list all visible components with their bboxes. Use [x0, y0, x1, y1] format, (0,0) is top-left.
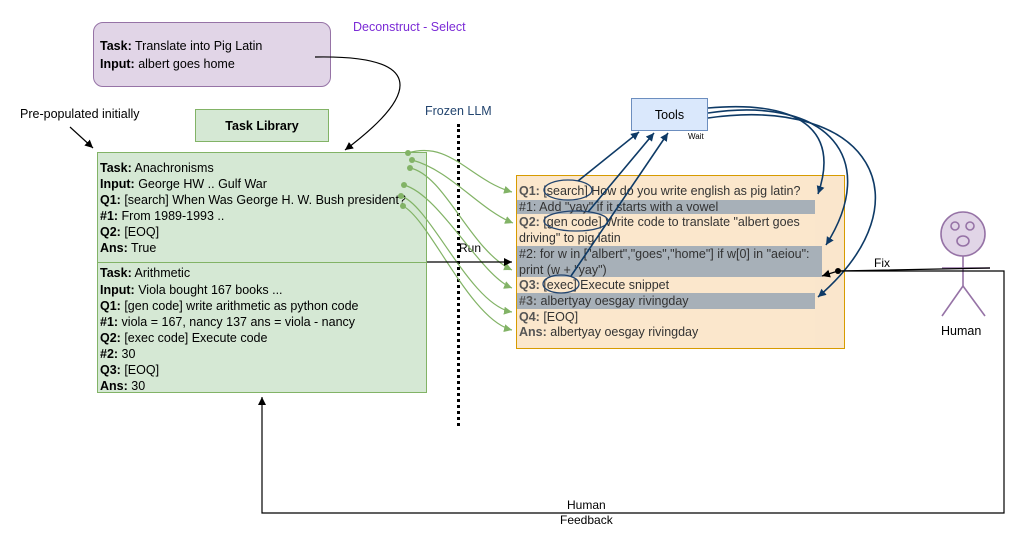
human-label: Human: [941, 324, 982, 338]
library-line: #2: 30: [100, 347, 136, 361]
library-line: Ans: 30: [100, 379, 146, 393]
tool-return-arrow: [707, 113, 877, 298]
deconstruct-select-label: Deconstruct - Select: [353, 20, 466, 34]
task-library-examples: Task: Anachronisms Input: George HW .. G…: [97, 152, 427, 393]
task-line: Task: Translate into Pig Latin: [100, 39, 262, 53]
tool-tag: [search]: [543, 184, 588, 198]
frozen-llm-label: Frozen LLM: [425, 104, 492, 118]
tool-call-arrow: [577, 131, 640, 182]
program-line: #2: for w in ["albert","goes","home"] if…: [519, 247, 810, 261]
tool-return-arrow: [707, 109, 849, 246]
library-line: Input: George HW .. Gulf War: [100, 177, 267, 191]
highlight-answer-2: [517, 246, 822, 277]
input-line: Input: albert goes home: [100, 57, 235, 71]
gencode-tag-ellipse: [543, 210, 609, 232]
highlight-answer-1: [517, 200, 815, 214]
highlight-answer-3: [517, 293, 815, 309]
library-divider: [98, 262, 426, 263]
program-line: Q4: [EOQ]: [519, 310, 579, 324]
tool-call-arrow: [587, 132, 655, 213]
tool-call-arrow: [570, 132, 669, 277]
fix-label: Fix: [874, 256, 890, 270]
library-line: #1: From 1989-1993 ..: [100, 209, 225, 223]
program-line: Q3: [exec] Execute snippet: [519, 278, 670, 292]
example-arrow: [400, 195, 513, 315]
library-line: Q2: [exec code] Execute code: [100, 331, 268, 345]
example-arrow: [402, 205, 513, 333]
library-line: #1: viola = 167, nancy 137 ans = viola -…: [100, 315, 356, 329]
deconstruct-arrow: [314, 56, 401, 151]
search-tag-ellipse: [543, 179, 593, 201]
human-feedback-label: Human Feedback: [560, 498, 613, 527]
fix-arrow: [821, 267, 991, 278]
tool-call-arrows: [570, 106, 877, 298]
library-line: Task: Anachronisms: [100, 161, 214, 175]
wait-label: Wait: [688, 132, 704, 141]
library-line: Q1: [gen code] write arithmetic as pytho…: [100, 299, 359, 313]
human-icon: [940, 211, 990, 317]
input-label: Input:: [100, 57, 135, 71]
prepopulated-label: Pre-populated initially: [20, 107, 140, 121]
library-line: Q1: [search] When Was George H. W. Bush …: [100, 193, 406, 207]
prepopulated-arrow: [69, 126, 94, 149]
input-value: albert goes home: [134, 57, 235, 71]
tool-tag: [exec]: [543, 278, 577, 292]
example-arrow-origins: [398, 150, 415, 209]
exec-tag-ellipse: [542, 274, 580, 294]
library-line: Q3: [EOQ]: [100, 363, 160, 377]
example-arrow: [411, 159, 514, 224]
example-arrows: [400, 149, 514, 333]
tool-return-arrow: [707, 106, 825, 195]
program-line: Q2: [gen code] Write code to translate "…: [519, 215, 800, 229]
task-input-box: Task: Translate into Pig Latin Input: al…: [93, 22, 331, 87]
example-arrow: [407, 149, 513, 194]
frozen-llm-divider: [457, 124, 460, 426]
library-line: Ans: True: [100, 241, 157, 255]
program-line: #3: albertyay oesgay rivingday: [519, 294, 689, 308]
tools-box: Tools: [631, 98, 708, 131]
task-value: Translate into Pig Latin: [131, 39, 263, 53]
program-line: Q1: [search] How do you write english as…: [519, 184, 801, 198]
example-arrow: [403, 184, 513, 289]
program-line: #1: Add "yay" if it starts with a vowel: [519, 200, 719, 214]
program-line: Ans: albertyay oesgay rivingday: [519, 325, 699, 339]
library-line: Task: Arithmetic: [100, 266, 191, 280]
library-line: Q2: [EOQ]: [100, 225, 160, 239]
human-feedback-arrow: [258, 270, 1005, 514]
task-library-box: Task Library: [195, 109, 329, 142]
library-line: Input: Viola bought 167 books ...: [100, 283, 283, 297]
tool-tag: [gen code]: [543, 215, 602, 229]
task-label: Task:: [100, 39, 132, 53]
program-line: print (w + "yay"): [519, 263, 607, 277]
example-arrow: [409, 167, 513, 271]
